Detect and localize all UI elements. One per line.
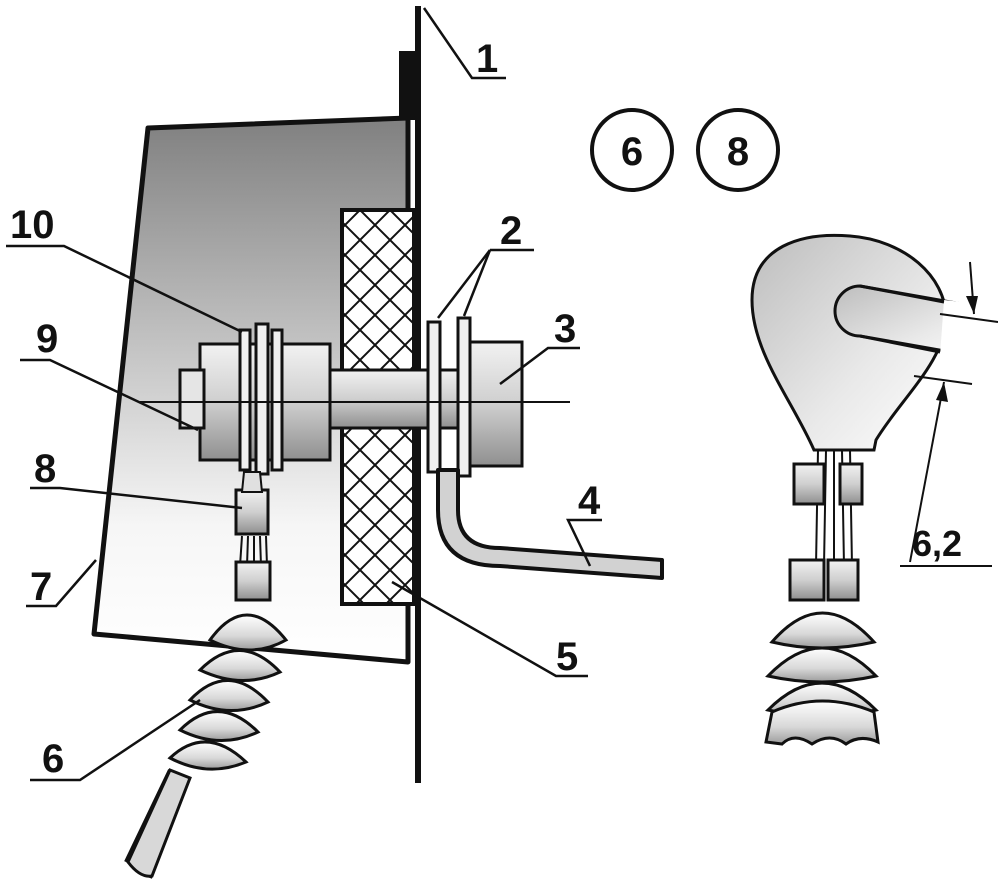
leader-6 [30, 698, 201, 782]
callout-8: 8 [34, 447, 56, 491]
bus-bar-strip [436, 468, 664, 580]
detail-badge-8: 8 [727, 130, 749, 174]
ring-lug-body [750, 233, 948, 452]
callout-5: 5 [556, 635, 578, 679]
lug-sleeve [234, 560, 272, 602]
detail-sleeve-left [788, 558, 826, 602]
detail-sleeve-right [826, 558, 860, 602]
leader-10 [6, 244, 243, 334]
dimension-label: 6,2 [912, 523, 962, 564]
detail-crimp-right [838, 462, 864, 506]
leader-9 [20, 358, 199, 432]
washer-left-2 [254, 322, 270, 476]
washer-right-1 [426, 320, 442, 474]
ring-lug-slot-mask [940, 300, 998, 366]
bolt-head-cap [178, 368, 206, 430]
washer-left-3 [270, 328, 284, 472]
callout-10: 10 [10, 203, 55, 247]
leader-5 [391, 580, 588, 678]
washer-left-1 [238, 328, 252, 472]
insulator-cap-5 [167, 740, 249, 771]
leader-3 [499, 346, 580, 385]
insulator-cap-3 [187, 679, 271, 712]
lug-neck [240, 471, 264, 493]
detail-strands [815, 449, 853, 567]
cable-body [126, 768, 192, 878]
leader-2a [437, 249, 491, 319]
callout-9: 9 [36, 317, 58, 361]
insulator-cap-4 [177, 710, 261, 742]
leader-7 [26, 559, 97, 608]
detail-cap-1 [769, 611, 877, 650]
callout-6: 6 [42, 737, 64, 781]
lug-strands [239, 535, 268, 567]
ring-lug-slot-edges [859, 284, 945, 354]
leader-4 [566, 518, 602, 567]
dimension-arrow-bottom [909, 381, 945, 563]
leader-2b [462, 249, 492, 317]
lug-crimp [234, 488, 270, 536]
callout-1: 1 [476, 37, 498, 81]
callout-3: 3 [554, 307, 576, 351]
dimension-arrowhead-top [966, 296, 978, 314]
insulator-cap-2 [197, 649, 283, 682]
dimension-line-upper [939, 313, 998, 323]
callout-7: 7 [30, 565, 52, 609]
insulator-cap-1 [207, 613, 289, 652]
leader-8 [30, 486, 243, 510]
dimension-line-lower [913, 375, 973, 385]
detail-cap-4 [764, 699, 880, 746]
nut-right [468, 340, 524, 468]
dimension-arrowhead-bottom [936, 382, 948, 402]
detail-cap-2 [765, 646, 879, 684]
panel-lip [399, 51, 415, 120]
washer-right-2 [456, 316, 472, 478]
detail-crimp-left [792, 462, 826, 506]
detail-badge-6: 6 [621, 130, 643, 174]
detail-badge-6-ring [590, 108, 674, 192]
detail-badge-8-ring [696, 108, 780, 192]
callout-2: 2 [500, 209, 522, 253]
leader-1 [422, 7, 506, 80]
callout-4: 4 [578, 479, 601, 523]
